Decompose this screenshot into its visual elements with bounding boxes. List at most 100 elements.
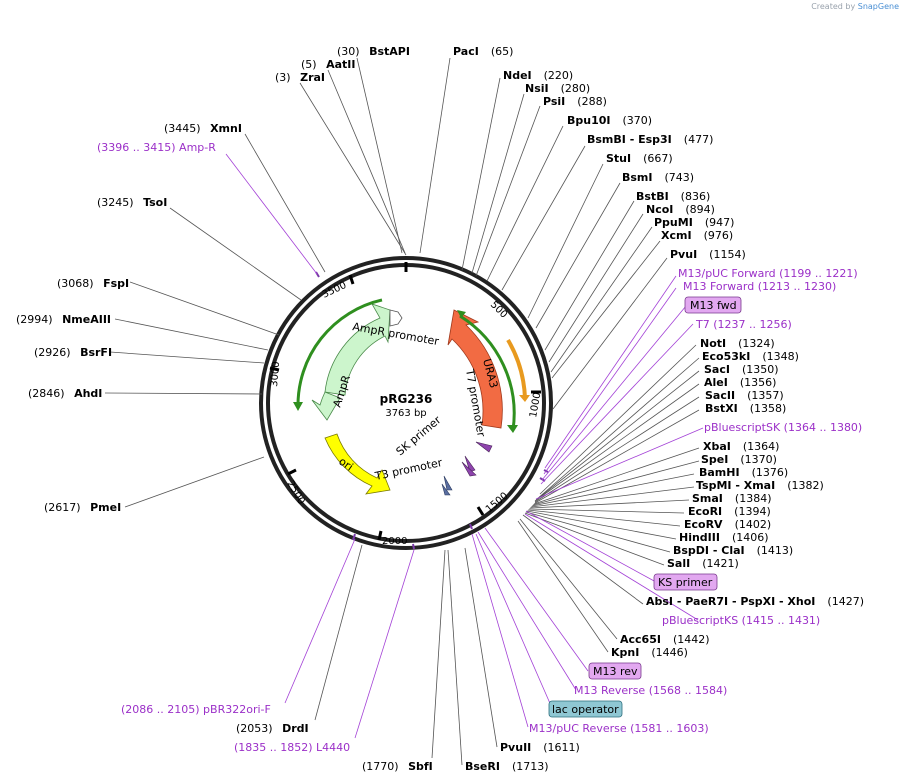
t7-arrowhead xyxy=(507,425,518,433)
snapgene-credit: Created by SnapGene xyxy=(811,2,899,11)
enzyme-label-xmni: (3445) XmnI xyxy=(164,122,242,135)
enzyme-label-zrai: (3) ZraI xyxy=(275,71,325,84)
bstxi-pos: (1358) xyxy=(750,402,787,415)
leaders-right xyxy=(419,57,700,766)
nmeaiii-pos: (2994) xyxy=(16,313,53,326)
saci-pos: (1350) xyxy=(742,363,779,376)
alei-name: AleI xyxy=(704,376,728,389)
feature-m13-puc-reverse: M13/pUC Reverse (1581 .. 1603) xyxy=(529,722,709,735)
bsmbi-name: BsmBI - Esp3I xyxy=(587,133,672,146)
enzyme-label-ecorv: EcoRV (1402) xyxy=(684,518,771,531)
bspdi-pos: (1413) xyxy=(757,544,794,557)
bamhi-name: BamHI xyxy=(699,466,740,479)
bsrfi-pos: (2926) xyxy=(34,346,71,359)
position-ticks xyxy=(269,262,541,541)
noti-name: NotI xyxy=(700,337,726,350)
xmni-pos: (3445) xyxy=(164,122,201,135)
snapgene-logo: SnapGene xyxy=(857,2,899,11)
enzyme-label-bamhi: BamHI (1376) xyxy=(699,466,788,479)
ecorv-name: EcoRV xyxy=(684,518,723,531)
tick-1000: 1000 xyxy=(528,392,543,419)
feature-m13-puc-forward: M13/pUC Forward (1199 .. 1221) xyxy=(678,267,858,280)
enzyme-label-bstbi: BstBI(836) xyxy=(636,190,710,203)
enzyme-label-nsii: NsiI(280) xyxy=(525,82,590,95)
ks-primer-box xyxy=(653,573,718,591)
pvui-pos: (1154) xyxy=(709,248,746,261)
tick-2000: 2000 xyxy=(382,536,407,547)
orange-arrowhead xyxy=(519,395,530,402)
smai-name: SmaI xyxy=(692,492,723,505)
psii-name: PsiI xyxy=(543,95,565,108)
plasmid-size: 3763 bp xyxy=(385,408,426,419)
enzyme-label-pvuii: PvuII(1611) xyxy=(500,741,580,754)
pmei-name: PmeI xyxy=(90,501,121,514)
xhoi-pos: (1427) xyxy=(827,595,864,608)
bsrfi-name: BsrFI xyxy=(80,346,112,359)
bstxi-name: BstXI xyxy=(705,402,738,415)
feature-t7: T7 (1237 .. 1256) xyxy=(695,318,792,331)
bpu10i-pos: (370) xyxy=(623,114,653,127)
ndei-name: NdeI xyxy=(503,69,532,82)
acc65i-name: Acc65I xyxy=(620,633,661,646)
enzyme-label-fspi: (3068) FspI xyxy=(57,277,129,290)
bseri-pos: (1713) xyxy=(512,760,549,773)
tspmi-pos: (1382) xyxy=(787,479,824,492)
enzyme-label-alei: AleI (1356) xyxy=(704,376,776,389)
enzyme-label-bsrfi: (2926) BsrFI xyxy=(34,346,112,359)
bsmbi-pos: (477) xyxy=(684,133,714,146)
ampr-feature xyxy=(324,303,391,396)
ecorv-pos: (1402) xyxy=(735,518,772,531)
ampr-head xyxy=(311,391,341,421)
feature-m13-reverse: M13 Reverse (1568 .. 1584) xyxy=(574,684,727,697)
enzyme-label-stui: StuI(667) xyxy=(606,152,673,165)
bpu10i-name: Bpu10I xyxy=(567,114,611,127)
enzyme-label-drdi: (2053) DrdI xyxy=(236,722,309,735)
enzyme-label-tspmi: TspMI - XmaI(1382) xyxy=(696,479,824,492)
alei-pos: (1356) xyxy=(740,376,777,389)
tick-1500: 1500 xyxy=(484,491,511,516)
feature-m13-forward: M13 Forward (1213 .. 1230) xyxy=(683,280,836,293)
paci-name: PacI xyxy=(453,45,479,58)
sbfi-pos: (1770) xyxy=(362,760,399,773)
enzyme-label-ahdi: (2846) AhdI xyxy=(28,387,102,400)
pvuii-name: PvuII xyxy=(500,741,531,754)
xhoi-name: AbsI - PaeR7I - PspXI - XhoI xyxy=(646,595,815,608)
m13-rev-box xyxy=(588,662,642,680)
spei-name: SpeI xyxy=(701,453,728,466)
enzyme-label-ecori: EcoRI(1394) xyxy=(688,505,771,518)
enzyme-label-paci: PacI(65) xyxy=(453,45,513,58)
enzyme-label-xbai: XbaI (1364) xyxy=(703,440,779,453)
feature-pbr322ori-f: (2086 .. 2105) pBR322ori-F xyxy=(121,703,271,716)
enzyme-label-ncoi: NcoI(894) xyxy=(646,203,715,216)
smai-pos: (1384) xyxy=(735,492,772,505)
m13-rev-label: M13 rev xyxy=(593,665,638,678)
ndei-pos: (220) xyxy=(544,69,574,82)
feature-amp-r: (3396 .. 3415) Amp-R xyxy=(97,141,216,154)
hindiii-pos: (1406) xyxy=(732,531,769,544)
tsoi-pos: (3245) xyxy=(97,196,134,209)
ppumi-pos: (947) xyxy=(705,216,735,229)
saci-name: SacI xyxy=(704,363,730,376)
xbai-pos: (1364) xyxy=(743,440,780,453)
enzyme-label-xhoi: AbsI - PaeR7I - PspXI - XhoI (1427) xyxy=(646,595,864,608)
eco53ki-name: Eco53kI xyxy=(702,350,750,363)
aatii-name: AatII xyxy=(326,58,355,71)
plasmid-name: pRG236 xyxy=(380,392,433,406)
stui-pos: (667) xyxy=(643,152,673,165)
fspi-pos: (3068) xyxy=(57,277,94,290)
ecori-pos: (1394) xyxy=(734,505,771,518)
enzyme-label-tsoi: (3245) TsoI xyxy=(97,196,167,209)
ks-primer-label: KS primer xyxy=(658,576,713,589)
bsmi-name: BsmI xyxy=(622,171,653,184)
bamhi-pos: (1376) xyxy=(752,466,789,479)
pmei-pos: (2617) xyxy=(44,501,81,514)
nsii-name: NsiI xyxy=(525,82,549,95)
feature-pbluescript-sk: pBluescriptSK (1364 .. 1380) xyxy=(704,421,862,434)
tsoi-name: TsoI xyxy=(143,196,167,209)
noti-pos: (1324) xyxy=(738,337,775,350)
enzyme-label-sacii: SacII(1357) xyxy=(705,389,784,402)
ampr-promoter-white xyxy=(389,309,403,327)
xbai-name: XbaI xyxy=(703,440,731,453)
ahdi-name: AhdI xyxy=(74,387,102,400)
enzyme-label-hindiii: HindIII(1406) xyxy=(679,531,769,544)
